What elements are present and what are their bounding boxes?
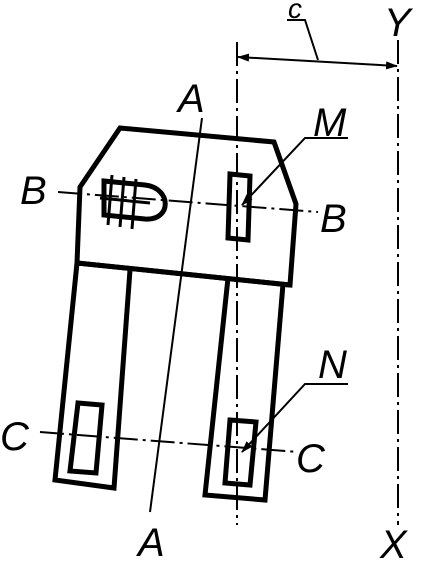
label-b-left: B xyxy=(20,169,47,213)
plate-divider xyxy=(76,260,291,288)
label-b-right: B xyxy=(320,197,347,241)
right-leg-slot-n xyxy=(222,417,259,488)
left-leg-slot xyxy=(67,400,105,476)
dimension-c-leader xyxy=(287,19,319,61)
label-dimension-c: c xyxy=(288,0,302,24)
hole-hatch-3 xyxy=(130,178,138,230)
label-n: N xyxy=(318,343,347,387)
section-line-a xyxy=(149,117,203,513)
right-leg-outline xyxy=(202,277,286,503)
label-c-left: C xyxy=(0,415,30,459)
left-leg-outline xyxy=(52,262,133,491)
label-c-right: C xyxy=(296,437,326,481)
hole-hatch-h xyxy=(99,196,151,205)
hole-hatch-2 xyxy=(118,176,126,228)
leader-n xyxy=(241,383,348,453)
slot-m xyxy=(225,171,253,243)
label-a-bottom: A xyxy=(136,521,165,563)
label-x: X xyxy=(379,523,408,563)
section-line-c xyxy=(39,431,299,453)
dimension-c-line xyxy=(237,53,398,70)
label-m: M xyxy=(313,101,347,145)
section-line-b xyxy=(57,191,319,213)
leader-m xyxy=(241,137,348,206)
label-a-top: A xyxy=(176,77,205,121)
rounded-hole-feature xyxy=(101,178,168,222)
label-y: Y xyxy=(384,1,414,45)
